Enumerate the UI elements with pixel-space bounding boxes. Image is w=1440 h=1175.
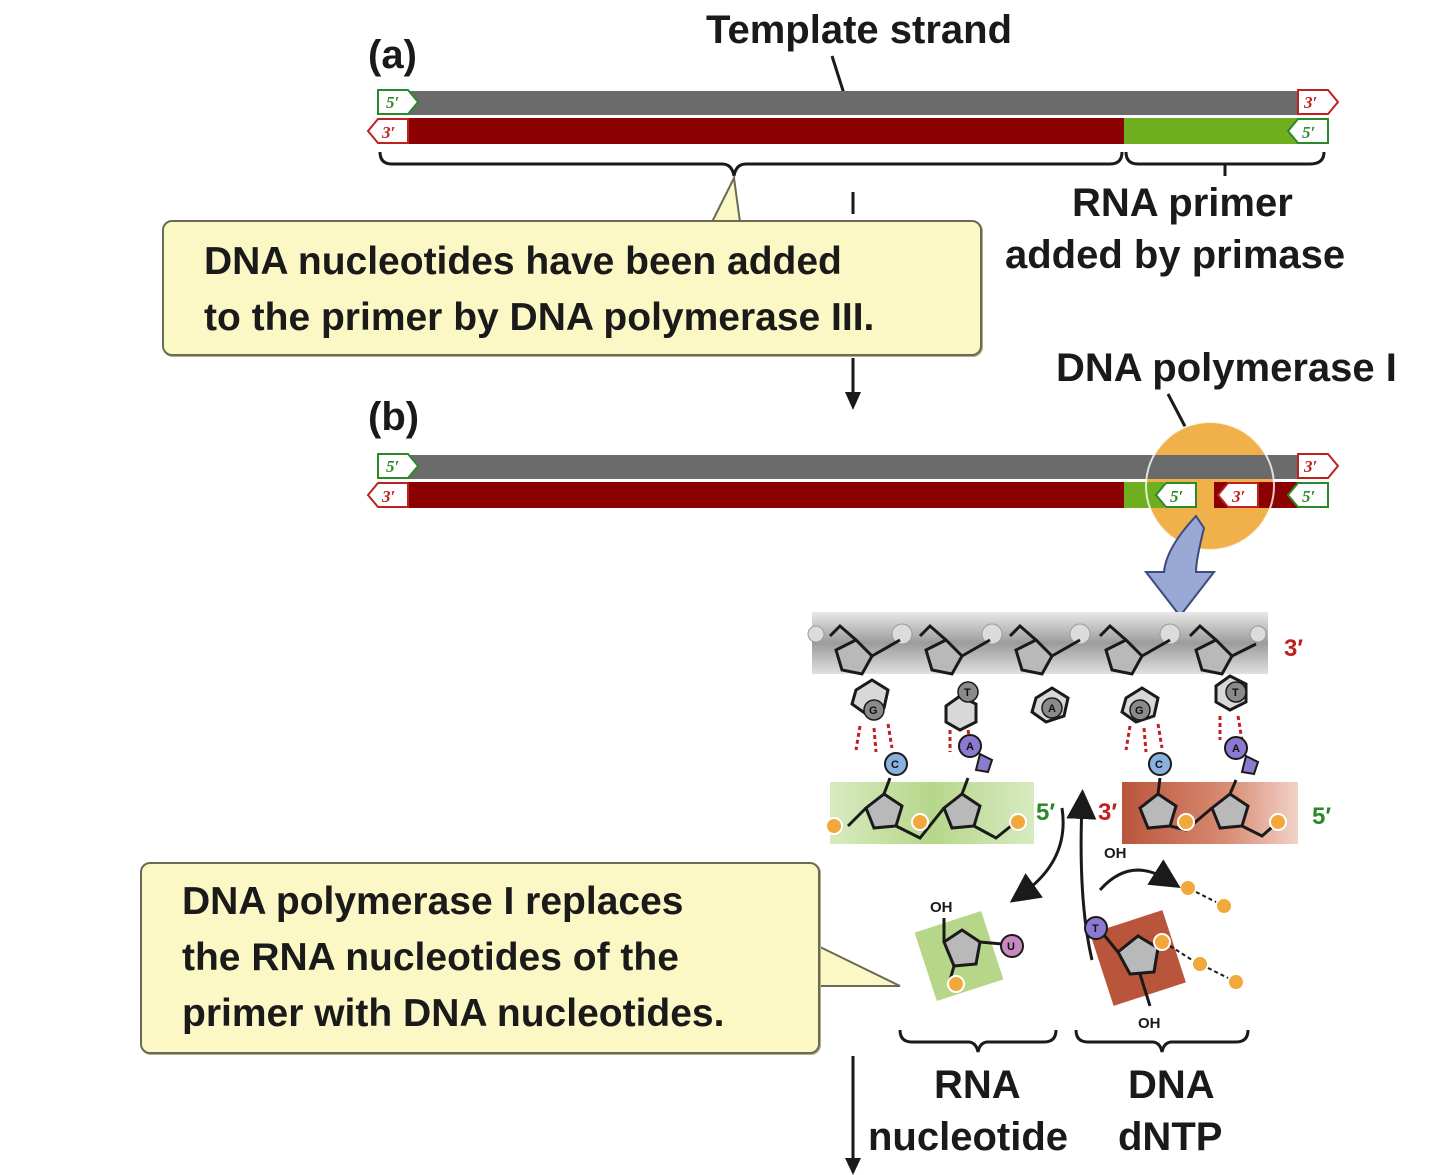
- primer-5prime-end: 5′: [1036, 799, 1055, 826]
- primer-bracket: [1124, 151, 1326, 176]
- dna-polymerase-i: [1146, 422, 1274, 550]
- svg-text:G: G: [1135, 705, 1144, 717]
- svg-text:5′: 5′: [1302, 487, 1315, 506]
- callout-bottom-line-2: the RNA nucleotides of the: [182, 936, 679, 979]
- five-prime-tag-b-mid: 5′: [1154, 482, 1197, 508]
- panel-a: (a) Template strand 5′ 3′ 3′ 5′ RNA prim…: [366, 8, 1345, 410]
- svg-text:C: C: [891, 759, 899, 771]
- rna-primer-label-2: added by primase: [1005, 233, 1345, 277]
- svg-text:5′: 5′: [386, 457, 399, 476]
- oh-label-1: OH: [1104, 845, 1127, 862]
- dntp-bracket: [1074, 1029, 1250, 1053]
- callout-top-line-2: to the primer by DNA polymerase III.: [204, 296, 875, 339]
- three-prime-tag-b-mid: 3′: [1216, 482, 1259, 508]
- svg-text:A: A: [1232, 743, 1240, 755]
- dntp-label-1: DNA: [1128, 1063, 1215, 1107]
- svg-text:T: T: [1092, 923, 1099, 935]
- three-prime-tag-b-top: 3′: [1297, 453, 1340, 479]
- template-3prime-end: 3′: [1284, 635, 1303, 662]
- svg-text:T: T: [964, 687, 971, 699]
- rna-nucleotide-bracket: [898, 1029, 1058, 1053]
- svg-text:3′: 3′: [381, 487, 395, 506]
- panel-b: (b) DNA polymerase I 5′ 3′ 3′ 5′ 5′: [366, 346, 1397, 618]
- down-arrow-1: [845, 392, 861, 410]
- down-arrow-2: [845, 1158, 861, 1175]
- svg-text:C: C: [1155, 759, 1163, 771]
- svg-text:3′: 3′: [1303, 93, 1317, 112]
- svg-text:A: A: [1048, 703, 1056, 715]
- panel-a-label: (a): [368, 33, 417, 77]
- callout-top: DNA nucleotides have been added to the p…: [162, 220, 982, 356]
- template-strand-a: [408, 91, 1298, 115]
- svg-text:3′: 3′: [1303, 457, 1317, 476]
- molecular-detail: 3′ G T A G: [807, 612, 1331, 1175]
- svg-text:5′: 5′: [1302, 123, 1315, 142]
- ppi-release-arrow: [1098, 859, 1181, 891]
- callout-bottom-pointer: [817, 944, 901, 987]
- svg-text:3′: 3′: [381, 123, 395, 142]
- oh-label-2: OH: [930, 899, 953, 916]
- panel-b-label: (b): [368, 395, 419, 439]
- oh-label-3: OH: [1138, 1015, 1161, 1032]
- callout-bottom-line-3: primer with DNA nucleotides.: [182, 992, 725, 1035]
- template-strand-label: Template strand: [706, 8, 1012, 52]
- dna-5prime-end: 5′: [1312, 803, 1331, 830]
- three-prime-tag-b-bottom: 3′: [366, 482, 409, 508]
- dna-3prime-end: 3′: [1098, 799, 1117, 826]
- callout-top-line-1: DNA nucleotides have been added: [204, 240, 842, 283]
- dna-pol-i-label: DNA polymerase I: [1056, 346, 1397, 390]
- template-strand-b: [408, 455, 1298, 479]
- five-prime-tag-a-bottom: 5′: [1286, 118, 1329, 144]
- rna-nucleotide-label-1: RNA: [934, 1063, 1021, 1107]
- dntp-label-2: dNTP: [1118, 1115, 1222, 1159]
- callout-bottom-line-1: DNA polymerase I replaces: [182, 880, 684, 923]
- callout-bottom: DNA polymerase I replaces the RNA nucleo…: [140, 862, 820, 1054]
- three-prime-tag-a-bottom: 3′: [366, 118, 409, 144]
- svg-text:T: T: [1232, 687, 1239, 699]
- svg-text:A: A: [966, 741, 974, 753]
- rna-primer-a: [1124, 118, 1298, 144]
- new-dna-strand-a: [408, 118, 1124, 144]
- dna-bracket: [378, 151, 1124, 177]
- svg-text:U: U: [1007, 941, 1015, 953]
- svg-text:3′: 3′: [1231, 487, 1245, 506]
- callout-top-pointer: [710, 174, 742, 223]
- three-prime-tag-a-top: 3′: [1297, 89, 1340, 115]
- svg-text:G: G: [869, 705, 878, 717]
- new-dna-strand-b: [408, 482, 1124, 508]
- five-prime-tag-a-top: 5′: [377, 89, 420, 115]
- svg-text:5′: 5′: [386, 93, 399, 112]
- five-prime-tag-b-top: 5′: [377, 453, 420, 479]
- dntp-add-arrow: [1066, 789, 1097, 961]
- rna-primer-label-1: RNA primer: [1072, 181, 1293, 225]
- svg-text:5′: 5′: [1170, 487, 1183, 506]
- five-prime-tag-b-bottom: 5′: [1286, 482, 1329, 508]
- rna-nucleotide-label-2: nucleotide: [868, 1115, 1068, 1159]
- rna-release-arrow: [1009, 807, 1065, 903]
